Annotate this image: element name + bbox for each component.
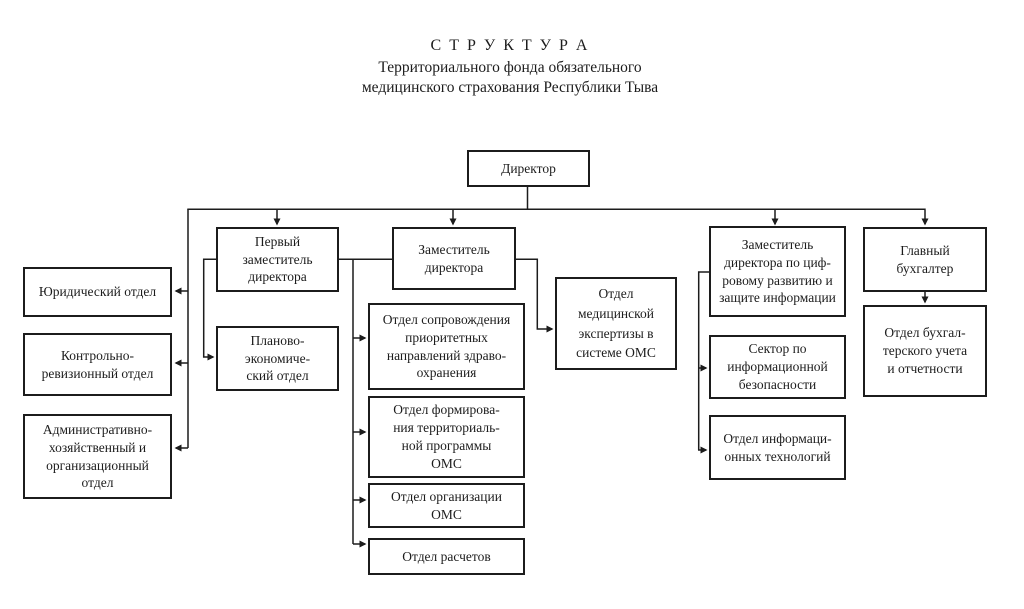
node-deputy-director-label: Заместитель директора bbox=[418, 241, 490, 275]
node-control-audit-department-label: Контрольно- ревизионный отдел bbox=[41, 347, 154, 381]
node-chief-accountant: Главный бухгалтер bbox=[863, 227, 987, 292]
node-planning-economic-department: Планово- экономиче- ский отдел bbox=[216, 326, 339, 391]
node-digital-development-deputy-director: Заместитель директора по циф- ровому раз… bbox=[709, 226, 846, 317]
node-admin-organizational-department-label: Административно- хозяйственный и организ… bbox=[42, 421, 153, 491]
node-accounting-reporting-department-label: Отдел бухгал- терского учета и отчетност… bbox=[882, 325, 968, 376]
node-priority-healthcare-support-department-label: Отдел сопровождения приоритетных направл… bbox=[382, 311, 511, 381]
connector-arrows bbox=[174, 210, 929, 548]
node-legal-department-label: Юридический отдел bbox=[38, 284, 157, 300]
chart-title-line1: С Т Р У К Т У Р А bbox=[430, 37, 590, 54]
node-deputy-director: Заместитель директора bbox=[392, 227, 516, 290]
node-accounting-reporting-department: Отдел бухгал- терского учета и отчетност… bbox=[863, 305, 987, 397]
node-information-security-sector: Сектор по информационной безопасности bbox=[709, 335, 846, 399]
node-control-audit-department: Контрольно- ревизионный отдел bbox=[23, 333, 172, 396]
node-oms-organization-department-label: Отдел организации ОМС bbox=[391, 488, 502, 522]
connector-segments bbox=[187, 187, 926, 544]
chart-title: С Т Р У К Т У Р А Территориального фонда… bbox=[210, 36, 810, 98]
node-digital-development-deputy-director-label: Заместитель директора по циф- ровому раз… bbox=[719, 236, 836, 306]
node-planning-economic-department-label: Планово- экономиче- ский отдел bbox=[244, 332, 311, 384]
chart-title-line3: медицинского страхования Республики Тыва bbox=[361, 79, 659, 97]
node-chief-accountant-label: Главный бухгалтер bbox=[896, 242, 954, 276]
node-first-deputy-director-label: Первый заместитель директора bbox=[242, 233, 313, 285]
node-first-deputy-director: Первый заместитель директора bbox=[216, 227, 339, 292]
node-admin-organizational-department: Административно- хозяйственный и организ… bbox=[23, 414, 172, 499]
node-information-technology-department: Отдел информаци- онных технологий bbox=[709, 415, 846, 480]
node-director: Директор bbox=[467, 150, 590, 187]
node-medical-expertise-department-label: Отдел медицинской экспертизы в системе О… bbox=[576, 286, 656, 361]
node-territorial-program-department: Отдел формирова- ния территориаль- ной п… bbox=[368, 396, 525, 478]
node-medical-expertise-department: Отдел медицинской экспертизы в системе О… bbox=[555, 277, 677, 370]
node-settlements-department: Отдел расчетов bbox=[368, 538, 525, 575]
node-settlements-department-label: Отдел расчетов bbox=[402, 548, 491, 564]
node-information-security-sector-label: Сектор по информационной безопасности bbox=[727, 341, 828, 392]
node-territorial-program-department-label: Отдел формирова- ния территориаль- ной п… bbox=[393, 402, 500, 471]
node-legal-department: Юридический отдел bbox=[23, 267, 172, 317]
node-director-label: Директор bbox=[501, 160, 556, 176]
node-oms-organization-department: Отдел организации ОМС bbox=[368, 483, 525, 528]
node-information-technology-department-label: Отдел информаци- онных технологий bbox=[723, 430, 832, 464]
chart-title-line2: Территориального фонда обязательного bbox=[378, 59, 642, 77]
node-priority-healthcare-support-department: Отдел сопровождения приоритетных направл… bbox=[368, 303, 525, 390]
